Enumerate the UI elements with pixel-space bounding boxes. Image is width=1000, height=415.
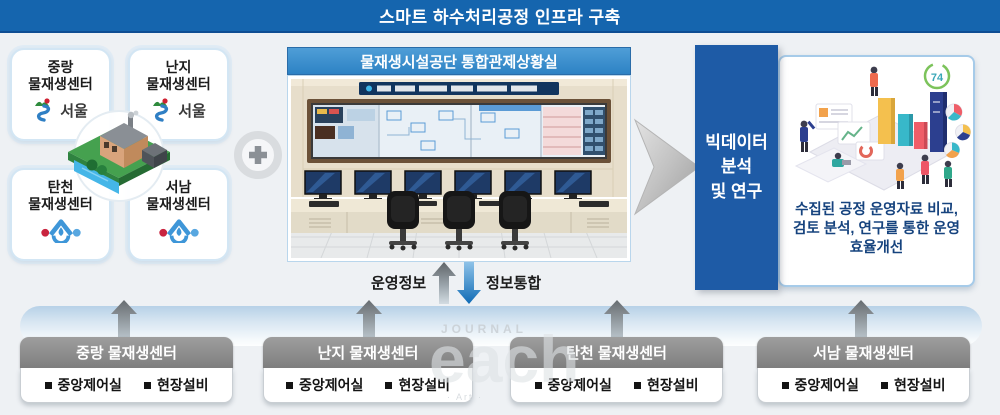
center-name: 탄천 물재생센터 [28, 179, 93, 212]
page-title: 스마트 하수처리공정 인프라 구축 [379, 8, 621, 27]
seoul-logo-icon [153, 98, 169, 122]
bullet-square-icon [44, 381, 52, 389]
item-label: 현장설비 [646, 377, 699, 393]
center-box-jungnang: 중랑 물재생센터 서울 [10, 48, 111, 141]
seoul-logo-icon [35, 98, 51, 122]
up-arrow-icon [432, 262, 456, 304]
item-label: 현장설비 [893, 377, 946, 393]
info-integration-label: 정보통합 [486, 275, 542, 292]
plus-glyph [249, 146, 267, 164]
up-arrow-icon [111, 300, 137, 340]
item-control-room: 중앙제어실 [44, 375, 122, 395]
item-label: 현장설비 [156, 377, 209, 393]
bottom-box-title: 서남 물재생센터 [757, 337, 970, 368]
bullet-square-icon [385, 381, 393, 389]
waterdrop-logo-icon [158, 219, 199, 244]
bullet-square-icon [781, 381, 789, 389]
center-name: 난지 물재생센터 [146, 59, 211, 92]
bottom-box-title: 중랑 물재생센터 [20, 337, 233, 368]
bigdata-analysis-box: 빅데이터 분석 및 연구 [695, 45, 778, 290]
bigdata-description: 수집된 공정 운영자료 비교, 검토 분석, 연구를 통한 운영 효율개선 [793, 202, 960, 257]
bullet-square-icon [534, 381, 542, 389]
seoul-logo-row: 서울 [33, 97, 88, 123]
control-room-illustration [291, 79, 627, 259]
bullet-square-icon [880, 381, 888, 389]
center-box-nanji: 난지 물재생센터 서울 [128, 48, 229, 141]
item-control-room: 중앙제어실 [781, 375, 859, 395]
watermark-art: · Art · [447, 392, 483, 402]
bottom-box-items: 중앙제어실 현장설비 [20, 368, 233, 403]
control-room-title: 물재생시설공단 통합관제상황실 [360, 53, 558, 71]
plus-icon [234, 131, 282, 179]
bottom-box-nanji: 난지 물재생센터 중앙제어실 현장설비 [263, 337, 473, 403]
item-control-room: 중앙제어실 [286, 375, 363, 395]
item-field-equipment: 현장설비 [880, 375, 946, 395]
bullet-square-icon [286, 381, 294, 389]
waterdrop-logo-icon [40, 219, 81, 244]
watermark-journal: JOURNAL [441, 322, 528, 336]
seoul-label: 서울 [178, 102, 206, 120]
right-arrow-icon [633, 118, 700, 216]
item-field-equipment: 현장설비 [633, 375, 699, 395]
seoul-logo-row: 서울 [151, 97, 206, 123]
item-label: 중앙제어실 [57, 377, 122, 393]
bigdata-label: 빅데이터 분석 및 연구 [705, 132, 768, 201]
bottom-box-seonam: 서남 물재생센터 중앙제어실 현장설비 [757, 337, 970, 403]
item-label: 중앙제어실 [794, 377, 859, 393]
bullet-square-icon [633, 381, 641, 389]
page-title-bar: 스마트 하수처리공정 인프라 구축 [0, 0, 1000, 33]
bottom-box-tancheon: 탄천 물재생센터 중앙제어실 현장설비 [510, 337, 723, 403]
center-box-seonam: 서남 물재생센터 [128, 168, 229, 261]
seoul-label: 서울 [60, 102, 88, 120]
item-label: 현장설비 [398, 377, 450, 393]
center-name: 중랑 물재생센터 [28, 59, 93, 92]
down-arrow-icon [457, 262, 481, 304]
waterdrop-logo-row [156, 217, 202, 244]
badge-value: 74 [931, 72, 944, 84]
operation-info-label: 운영정보 [371, 275, 427, 292]
item-label: 중앙제어실 [299, 377, 364, 393]
control-room-photo [287, 75, 631, 262]
water-treatment-plant-icon [68, 110, 170, 202]
bullet-square-icon [143, 381, 151, 389]
data-analytics-illustration: 74 [794, 62, 971, 191]
item-field-equipment: 현장설비 [385, 375, 450, 395]
item-field-equipment: 현장설비 [143, 375, 209, 395]
waterdrop-logo-row [38, 217, 84, 244]
bottom-box-items: 중앙제어실 현장설비 [757, 368, 970, 403]
up-arrow-icon [356, 300, 382, 340]
control-room-header: 물재생시설공단 통합관제상황실 [287, 47, 631, 75]
bottom-box-title: 탄천 물재생센터 [510, 337, 723, 368]
bottom-box-items: 중앙제어실 현장설비 [263, 368, 473, 403]
center-name: 서남 물재생센터 [146, 179, 211, 212]
item-control-room: 중앙제어실 [534, 375, 612, 395]
bigdata-card: 74 수집된 공정 운영자료 [778, 55, 975, 287]
item-label: 중앙제어실 [547, 377, 612, 393]
bottom-box-jungnang: 중랑 물재생센터 중앙제어실 현장설비 [20, 337, 233, 403]
up-arrow-icon [848, 300, 874, 340]
bottom-box-title: 난지 물재생센터 [263, 337, 473, 368]
up-arrow-icon [604, 300, 630, 340]
bottom-box-items: 중앙제어실 현장설비 [510, 368, 723, 403]
watermark-each: each [429, 322, 580, 396]
